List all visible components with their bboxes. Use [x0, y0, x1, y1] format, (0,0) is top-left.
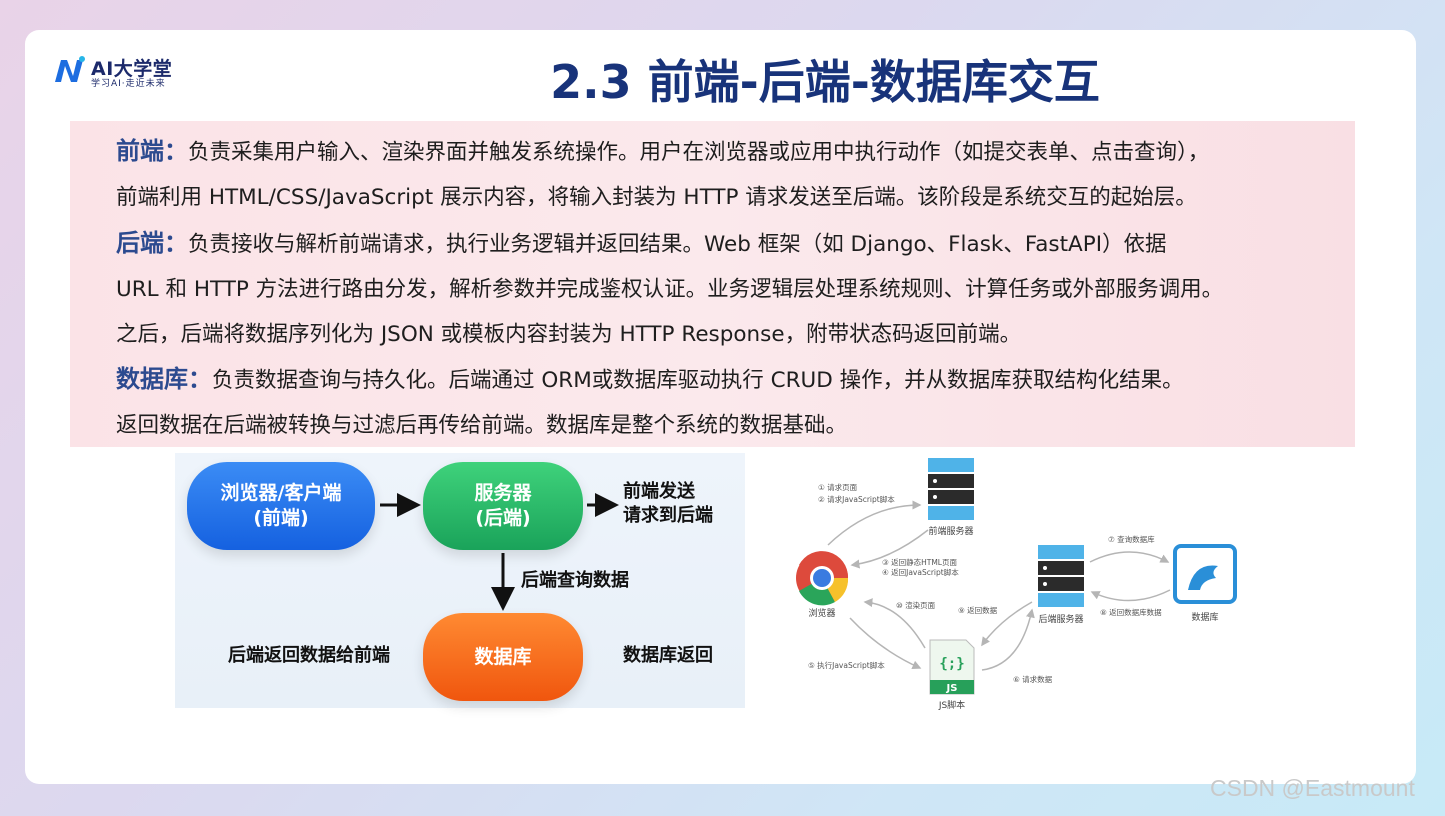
flow-arrows — [380, 493, 619, 611]
section-line: 负责接收与解析前端请求，执行业务逻辑并返回结果。Web 框架（如 Django、… — [188, 232, 1167, 257]
logo-subtitle: 学习AI·走近未来 — [91, 79, 166, 89]
step-label: ④ 返回JavaScript脚本 — [882, 567, 959, 577]
step-label: ⑧ 返回数据库数据 — [1100, 607, 1162, 617]
db-return-label: 数据库返回 — [623, 645, 713, 666]
section-frontend: 前端：负责采集用户输入、渲染界面并触发系统操作。用户在浏览器或应用中执行动作（如… — [116, 129, 1209, 220]
section-label: 后端： — [116, 229, 188, 257]
step-label: ⑨ 返回数据 — [958, 605, 998, 615]
step-label: ⑥ 请求数据 — [1013, 674, 1053, 684]
section-line: 前端利用 HTML/CSS/JavaScript 展示内容，将输入封装为 HTT… — [116, 185, 1197, 210]
section-backend: 后端：负责接收与解析前端请求，执行业务逻辑并返回结果。Web 框架（如 Djan… — [116, 221, 1223, 357]
watermark: CSDN @Eastmount — [1210, 775, 1415, 801]
browser-icon — [796, 551, 849, 606]
section-label: 数据库： — [116, 365, 212, 393]
architecture-diagram: 前端服务器 浏览器 后端服务器 数据库 {;} — [770, 450, 1270, 720]
section-line: 负责采集用户输入、渲染界面并触发系统操作。用户在浏览器或应用中执行动作（如提交表… — [188, 140, 1210, 165]
description-box: 前端：负责采集用户输入、渲染界面并触发系统操作。用户在浏览器或应用中执行动作（如… — [70, 121, 1355, 447]
step-label: ③ 返回静态HTML页面 — [882, 557, 957, 567]
step-label: ① 请求页面 — [818, 482, 858, 492]
server-node: 服务器 (后端) — [423, 462, 583, 550]
logo: AI大学堂 学习AI·走近未来 — [53, 54, 193, 94]
arrow-request-page — [827, 500, 922, 546]
browser-client-node: 浏览器/客户端 (前端) — [187, 462, 375, 550]
label-line: 请求到后端 — [623, 505, 713, 526]
node-label: 数据库 — [474, 645, 532, 668]
node-label: 服务器 — [474, 482, 532, 504]
frontend-server-icon — [928, 458, 974, 520]
section-label: 前端： — [116, 137, 188, 165]
section-line: 返回数据在后端被转换与过滤后再传给前端。数据库是整个系统的数据基础。 — [116, 413, 848, 438]
step-label: ② 请求JavaScript脚本 — [818, 494, 895, 504]
logo-title: AI大学堂 — [91, 58, 173, 80]
label-line: 前端发送 — [623, 481, 695, 502]
send-request-label: 前端发送 请求到后端 — [623, 480, 713, 528]
arrow-exec-js — [849, 617, 922, 670]
arrow-request-data — [981, 608, 1035, 671]
step-label: ⑤ 执行JavaScript脚本 — [808, 660, 885, 670]
svg-text:{;}: {;} — [939, 656, 964, 672]
page-title: 2.3 前端-后端-数据库交互 — [550, 55, 1100, 109]
section-line: URL 和 HTTP 方法进行路由分发，解析参数并完成鉴权认证。业务逻辑层处理系… — [116, 277, 1224, 302]
node-sublabel: (后端) — [475, 507, 531, 529]
node-label: 浏览器/客户端 — [220, 482, 342, 504]
arrow-render-page — [863, 598, 926, 649]
database-label: 数据库 — [1191, 611, 1218, 623]
step-label: ⑩ 渲染页面 — [896, 600, 936, 610]
section-line: 之后，后端将数据序列化为 JSON 或模板内容封装为 HTTP Response… — [116, 322, 1022, 347]
js-script-label: JS脚本 — [938, 699, 965, 711]
section-line: 负责数据查询与持久化。后端通过 ORM或数据库驱动执行 CRUD 操作，并从数据… — [212, 368, 1184, 393]
query-data-label: 后端查询数据 — [521, 570, 629, 591]
arrow-return-db-data — [1090, 589, 1171, 602]
js-script-icon: {;} JS — [929, 639, 975, 695]
backend-server-label: 后端服务器 — [1038, 613, 1083, 625]
section-database: 数据库：负责数据查询与持久化。后端通过 ORM或数据库驱动执行 CRUD 操作，… — [116, 357, 1184, 448]
backend-server-icon — [1038, 545, 1084, 607]
database-icon — [1173, 544, 1237, 604]
return-to-front-label: 后端返回数据给前端 — [228, 645, 390, 666]
arrow-return-html — [850, 529, 929, 569]
node-sublabel: (前端) — [253, 507, 309, 529]
step-label: ⑦ 查询数据库 — [1108, 534, 1155, 544]
js-badge: JS — [946, 683, 958, 694]
flow-diagram: 浏览器/客户端 (前端) 服务器 (后端) 数据库 前端发送 请求到后端 后端查… — [175, 453, 745, 708]
frontend-server-label: 前端服务器 — [928, 525, 973, 537]
database-node: 数据库 — [423, 613, 583, 701]
arrow-query-db — [1089, 551, 1170, 563]
browser-label: 浏览器 — [808, 607, 835, 619]
arrow-return-data — [981, 601, 1033, 647]
architecture-svg: 前端服务器 浏览器 后端服务器 数据库 {;} — [796, 458, 1237, 711]
logo-icon — [55, 56, 85, 82]
